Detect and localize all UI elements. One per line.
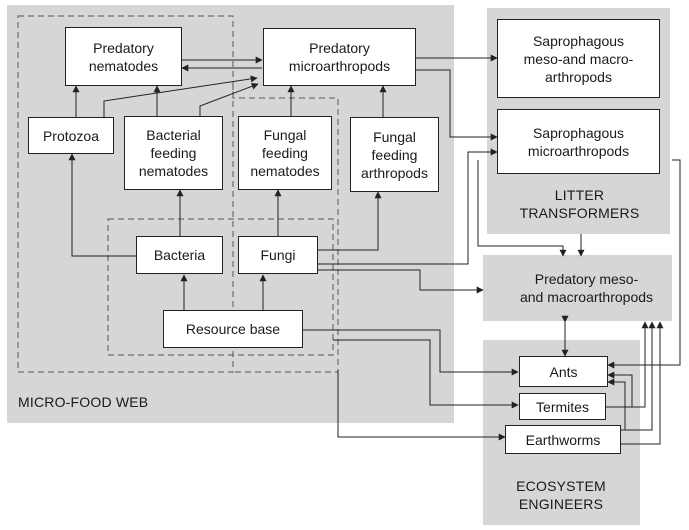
predatory-meso-macro-node: Predatory meso- and macroarthropods bbox=[519, 271, 654, 305]
bacteria-node: Bacteria bbox=[136, 236, 223, 274]
litter-transformers-label: LITTER TRANSFORMERS bbox=[519, 187, 640, 221]
predatory-meso-panel bbox=[483, 255, 672, 321]
bacterial-feeding-nematodes-node: Bacterial feeding nematodes bbox=[124, 116, 223, 190]
fungal-feeding-nematodes-node: Fungal feeding nematodes bbox=[238, 116, 332, 190]
micro-food-web-dashed-region bbox=[17, 15, 234, 373]
resource-base-node: Resource base bbox=[163, 310, 303, 348]
predatory-microarthropods-node: Predatory microarthropods bbox=[263, 28, 416, 86]
resource-dashed-region bbox=[107, 218, 334, 356]
protozoa-node: Protozoa bbox=[28, 117, 114, 154]
fungi-node: Fungi bbox=[238, 236, 318, 274]
ants-node: Ants bbox=[519, 356, 608, 387]
predatory-nematodes-node: Predatory nematodes bbox=[65, 27, 182, 86]
saprophagous-micro-node: Saprophagous microarthropods bbox=[497, 109, 660, 174]
ecosystem-engineers-label: ECOSYSTEM ENGINEERS bbox=[516, 478, 606, 512]
fungal-feeding-arthropods-node: Fungal feeding arthropods bbox=[350, 117, 439, 192]
micro-food-web-label: MICRO-FOOD WEB bbox=[18, 394, 149, 410]
termites-node: Termites bbox=[519, 393, 606, 420]
earthworms-node: Earthworms bbox=[505, 425, 621, 454]
saprophagous-meso-macro-node: Saprophagous meso-and macro- arthropods bbox=[497, 19, 660, 98]
